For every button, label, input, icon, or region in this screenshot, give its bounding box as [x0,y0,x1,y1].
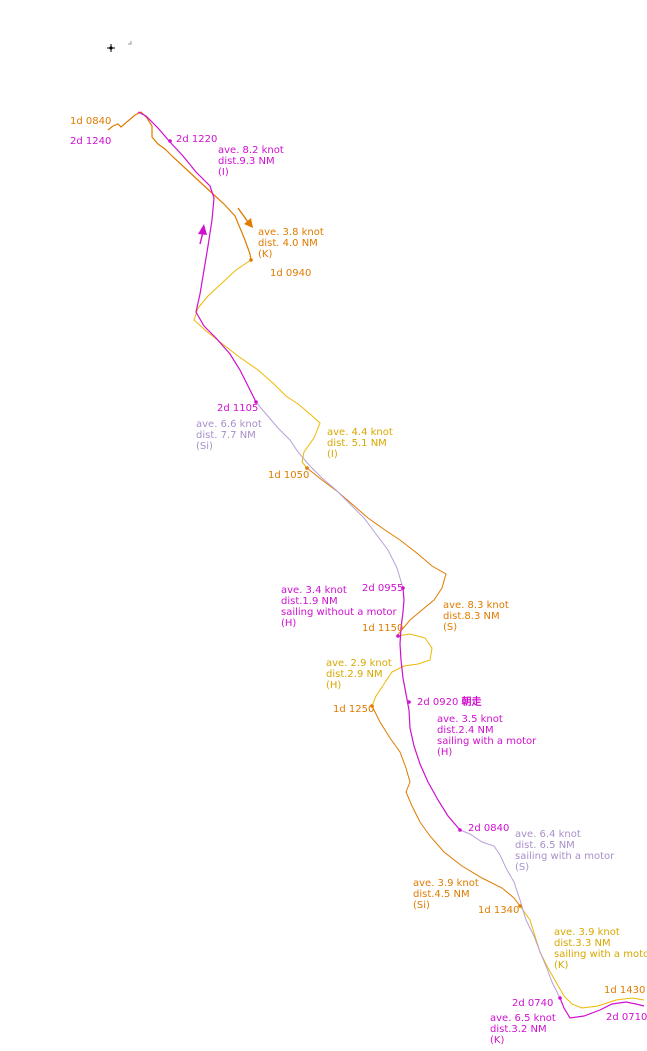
time-label-d2-0710: 2d 0710 [606,1012,647,1023]
leg-info-k-day1-motor: ave. 3.9 knot dist.3.3 NM sailing with a… [554,927,647,971]
leg-distance: dist. 7.7 NM [196,430,256,441]
leg-distance: dist.2.4 NM [437,725,494,736]
waypoint-d1-1250 [370,704,374,708]
leg-place: (H) [326,680,342,691]
track-day1-orange-mid [306,467,447,637]
leg-distance: dist.8.3 NM [443,611,500,622]
leg-info-h-day2-sail: ave. 3.4 knot dist.1.9 NM sailing withou… [281,585,397,629]
time-label-d2-1220: 2d 1220 [176,134,218,145]
arrow-day2-northbound [198,224,207,245]
leg-info-s-day2: ave. 6.4 knot dist. 6.5 NM sailing with … [515,829,614,873]
waypoint-d1-1150 [396,634,400,638]
leg-distance: dist.4.5 NM [413,889,470,900]
leg-info-h-day1: ave. 2.9 knot dist.2.9 NM (H) [326,658,392,691]
leg-distance: dist.3.2 NM [490,1024,547,1035]
leg-mode: sailing without a motor [281,607,397,618]
leg-distance: dist. 5.1 NM [327,438,387,449]
track-day1-gold-mid [371,633,433,707]
leg-info-i-day1: ave. 4.4 knot dist. 5.1 NM (I) [327,427,393,460]
time-label-d1-0840: 1d 0840 [70,116,112,127]
arrow-day1-southbound [237,207,253,228]
track-day1-gold-south [519,905,645,1009]
leg-place: (K) [554,960,569,971]
waypoint-d2-1220 [168,139,172,143]
waypoint-d2-0740 [558,996,562,1000]
time-label-d2-0840: 2d 0840 [468,823,510,834]
leg-distance: dist. 6.5 NM [515,840,575,851]
leg-mode: sailing with a motor [437,736,537,747]
leg-distance: dist. 4.0 NM [258,238,318,249]
leg-speed: ave. 8.2 knot [218,145,284,156]
leg-info-si-day2: ave. 6.6 knot dist. 7.7 NM (Si) [196,419,262,452]
leg-info-i-day2: ave. 8.2 knot dist.9.3 NM (I) [218,145,284,178]
leg-place: (S) [443,622,458,633]
leg-info-s-day1: ave. 8.3 knot dist.8.3 NM (S) [443,600,509,633]
leg-speed: ave. 6.6 knot [196,419,262,430]
leg-mode: sailing with a motor [554,949,647,960]
time-label-d2-1240: 2d 1240 [70,136,112,147]
leg-distance: dist.9.3 NM [218,156,275,167]
leg-place: (I) [327,449,338,460]
time-label-d1-1340: 1d 1340 [478,905,520,916]
leg-speed: ave. 4.4 knot [327,427,393,438]
time-label-d2-0920-text: 2d 0920 [417,697,459,708]
leg-distance: dist.3.3 NM [554,938,611,949]
time-label-d2-0955: 2d 0955 [362,583,404,594]
time-label-d1-1430: 1d 1430 [604,985,646,996]
leg-distance: dist.1.9 NM [281,596,338,607]
leg-place: (K) [490,1035,505,1046]
track-day2-magenta-south [559,997,645,1019]
leg-place: (K) [258,249,273,260]
waypoint-d1-1340 [518,904,522,908]
waypoint-d1-0940 [249,258,253,262]
leg-place: (H) [437,747,453,758]
leg-info-si-day1: ave. 3.9 knot dist.4.5 NM (Si) [413,878,479,911]
time-label-d1-1150: 1d 1150 [362,623,404,634]
time-label-d1-1250: 1d 1250 [333,704,375,715]
leg-speed: ave. 8.3 knot [443,600,509,611]
time-label-d2-0920: 2d 0920 朝走 [417,697,482,708]
time-label-d2-0740: 2d 0740 [512,998,554,1009]
waypoint-d2-0920 [407,700,411,704]
corner-marker [107,41,132,52]
leg-info-h-day2-motor: ave. 3.5 knot dist.2.4 NM sailing with a… [437,714,536,758]
leg-speed: ave. 3.4 knot [281,585,347,596]
leg-info-k-day2: ave. 6.5 knot dist.3.2 NM (K) [490,1013,556,1046]
waypoint-d1-1050 [305,466,309,470]
leg-mode: sailing with a motor [515,851,615,862]
track-day1-orange-south [371,705,521,907]
track-day1-orange-north [107,111,252,261]
leg-speed: ave. 3.8 knot [258,227,324,238]
leg-place: (S) [515,862,530,873]
waypoint-d2-0840 [458,828,462,832]
track-day2-lavender-mid [255,401,404,589]
leg-place: (H) [281,618,297,629]
leg-place: (Si) [196,441,213,452]
leg-speed: ave. 6.4 knot [515,829,581,840]
time-label-d1-0940: 1d 0940 [270,268,312,279]
time-label-d1-1050: 1d 1050 [268,470,310,481]
leg-place: (I) [218,167,229,178]
leg-info-k-day1: ave. 3.8 knot dist. 4.0 NM (K) [258,227,324,260]
leg-speed: ave. 3.5 knot [437,714,503,725]
leg-speed: ave. 3.9 knot [554,927,620,938]
waypoint-d2-0955 [401,586,405,590]
leg-place: (Si) [413,900,430,911]
leg-speed: ave. 2.9 knot [326,658,392,669]
time-label-d2-0920-note: 朝走 [461,697,482,708]
leg-speed: ave. 6.5 knot [490,1013,556,1024]
track-day2-lavender-south [459,829,561,999]
leg-distance: dist.2.9 NM [326,669,383,680]
time-label-d2-1105: 2d 1105 [217,403,259,414]
leg-speed: ave. 3.9 knot [413,878,479,889]
track-day1-gold-north [193,259,321,469]
waypoint-d2-1105 [254,400,258,404]
